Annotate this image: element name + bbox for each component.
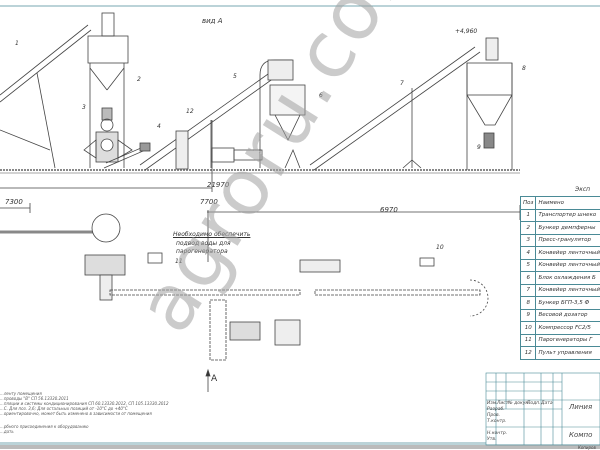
callout-4: 4 bbox=[157, 123, 161, 130]
title-block-grid bbox=[485, 372, 600, 446]
cooling-block-6 bbox=[211, 59, 306, 169]
conveyor-5 bbox=[139, 61, 289, 171]
conveyor-4 bbox=[103, 142, 151, 169]
plan-view bbox=[0, 203, 521, 361]
callout-9: 9 bbox=[477, 144, 481, 151]
drawing-title: Линия bbox=[569, 403, 593, 411]
title-block: Изм. Лист № докум. Подп. Дата Разраб. Пр… bbox=[487, 401, 596, 450]
dimension-overall: 21970 bbox=[207, 181, 230, 189]
dimension-right: 6970 bbox=[380, 206, 398, 214]
dimension-middle: 7700 bbox=[200, 198, 218, 206]
pellet-press-3 bbox=[83, 107, 133, 163]
callout-5: 5 bbox=[233, 73, 237, 80]
bunker-2 bbox=[87, 12, 129, 168]
callout-1: 1 bbox=[15, 40, 19, 47]
dimension-left: 7300 bbox=[5, 198, 23, 206]
view-label: вид А bbox=[202, 17, 223, 25]
callout-8: 8 bbox=[522, 65, 526, 72]
section-marker: A bbox=[211, 374, 218, 384]
spec-table-title: Эксп bbox=[575, 186, 591, 193]
copied-label: Копиров bbox=[578, 445, 596, 450]
elevation-mark: +4,960 bbox=[455, 28, 478, 35]
callout-11: 11 bbox=[175, 258, 183, 265]
drawing-subtitle: Компо bbox=[569, 431, 593, 439]
callout-3: 3 bbox=[82, 104, 86, 111]
callout-6: 6 bbox=[319, 92, 323, 99]
conveyor-7 bbox=[309, 46, 481, 171]
ground-line bbox=[0, 169, 520, 174]
callout-12: 12 bbox=[186, 108, 194, 115]
screw-conveyor-1 bbox=[0, 24, 92, 169]
bunker-8 bbox=[466, 37, 513, 170]
callout-7: 7 bbox=[400, 80, 404, 87]
callout-10: 10 bbox=[436, 244, 444, 251]
callout-2: 2 bbox=[137, 76, 141, 83]
